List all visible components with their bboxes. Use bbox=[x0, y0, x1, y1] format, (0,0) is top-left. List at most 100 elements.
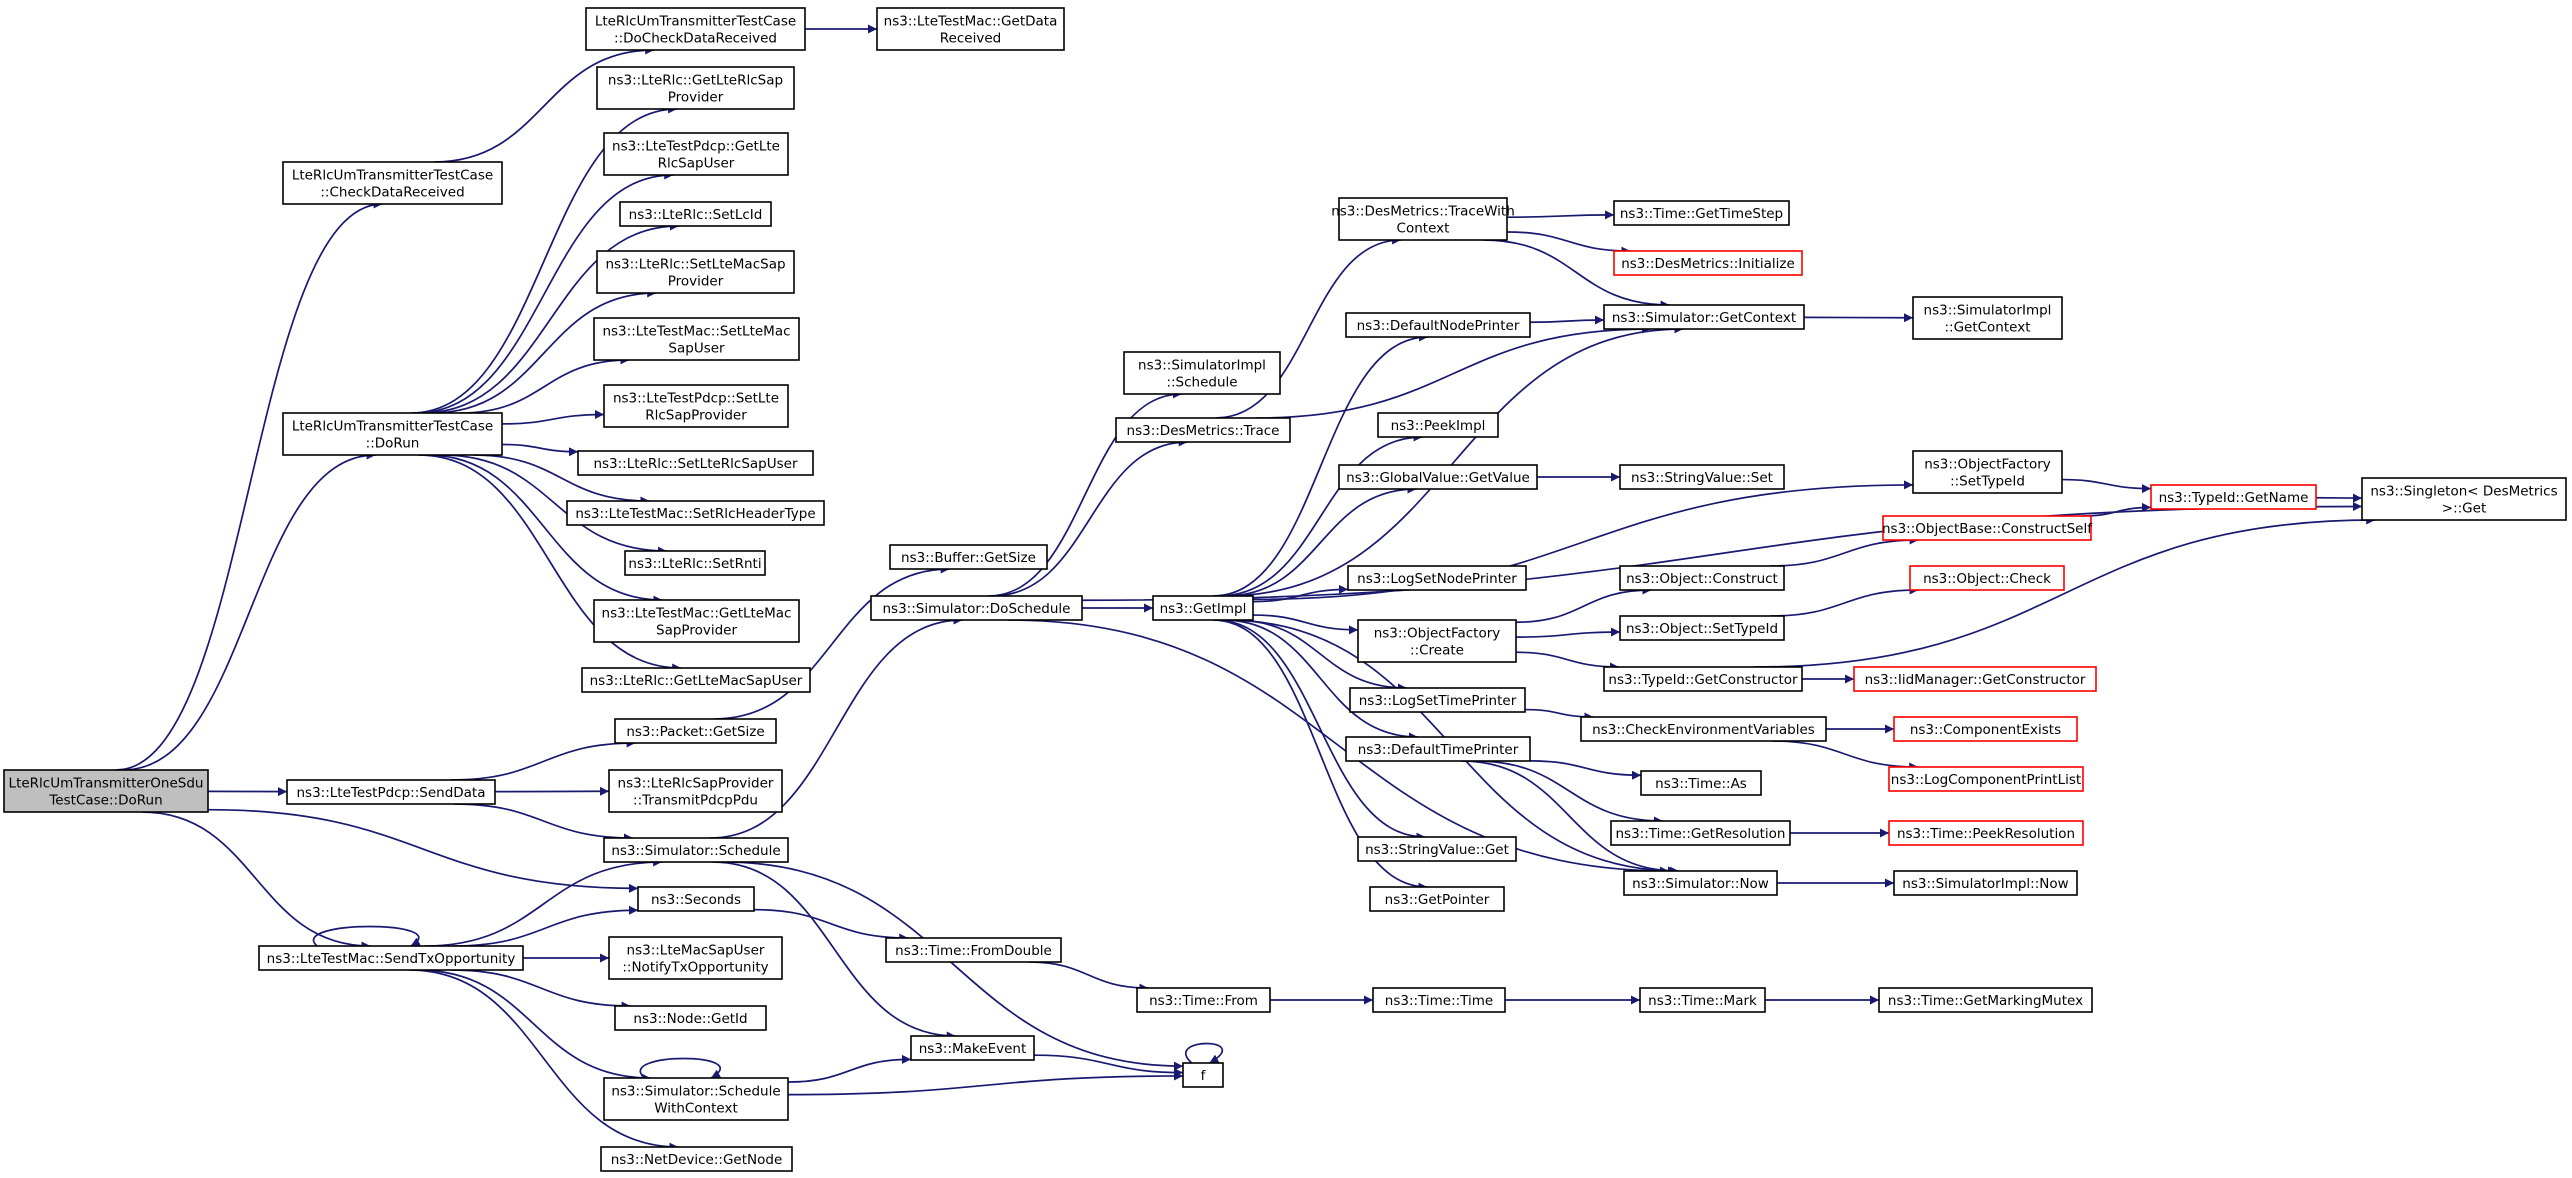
function-node-typeIdGetName[interactable]: ns3::TypeId::GetName bbox=[2150, 484, 2317, 510]
function-node-pktGetSize[interactable]: ns3::Packet::GetSize bbox=[614, 718, 777, 744]
function-node-bufGetSize[interactable]: ns3::Buffer::GetSize bbox=[889, 544, 1048, 570]
function-node-logSetNode[interactable]: ns3::LogSetNodePrinter bbox=[1347, 565, 1527, 591]
function-node-doRunTC[interactable]: LteRlcUmTransmitterTestCase::DoRun bbox=[282, 412, 503, 456]
call-edge-objConstruct-to-obConstructSelf bbox=[1770, 535, 1919, 567]
function-node-objFactCreate[interactable]: ns3::ObjectFactory::Create bbox=[1357, 619, 1517, 663]
function-node-timeFrom[interactable]: ns3::Time::From bbox=[1136, 987, 1271, 1013]
function-node-getMarkingMutex[interactable]: ns3::Time::GetMarkingMutex bbox=[1878, 987, 2093, 1013]
function-node-seconds[interactable]: ns3::Seconds bbox=[637, 886, 755, 912]
call-edge-typeIdGetCtor-to-singletonGet bbox=[1753, 515, 2376, 668]
function-node-defNodePrinter[interactable]: ns3::DefaultNodePrinter bbox=[1345, 312, 1531, 338]
call-edge-doSchedule-to-simNow bbox=[1008, 619, 1669, 876]
function-node-box bbox=[1115, 417, 1291, 443]
function-node-getRes[interactable]: ns3::Time::GetResolution bbox=[1610, 820, 1791, 846]
function-node-box bbox=[1123, 351, 1281, 395]
function-node-objConstruct[interactable]: ns3::Object::Construct bbox=[1619, 565, 1785, 591]
function-node-box bbox=[603, 384, 789, 428]
function-node-label: ns3::LteRlc::SetLteMacSap bbox=[605, 257, 785, 273]
function-node-transmitPdcp[interactable]: ns3::LteRlcSapProvider::TransmitPdcpPdu bbox=[608, 769, 783, 813]
function-node-checkData[interactable]: LteRlcUmTransmitterTestCase::CheckDataRe… bbox=[282, 161, 503, 205]
function-node-timeTime[interactable]: ns3::Time::Time bbox=[1372, 987, 1506, 1013]
function-node-makeEvent[interactable]: ns3::MakeEvent bbox=[910, 1035, 1035, 1061]
function-node-label: ::SetTypeId bbox=[1950, 474, 2025, 490]
function-node-box bbox=[1623, 870, 1778, 896]
function-node-svSet[interactable]: ns3::StringValue::Set bbox=[1619, 464, 1785, 490]
function-node-label: ns3::LteTestPdcp::SetLte bbox=[613, 391, 779, 407]
function-node-label: ns3::Simulator::Schedule bbox=[611, 1084, 780, 1100]
function-node-simSchedule[interactable]: ns3::Simulator::Schedule bbox=[603, 837, 789, 863]
call-edge-logSetTime-to-checkEnv bbox=[1524, 708, 1594, 722]
function-node-simImplSched[interactable]: ns3::SimulatorImpl::Schedule bbox=[1123, 351, 1281, 395]
function-node-compExists[interactable]: ns3::ComponentExists bbox=[1893, 716, 2078, 742]
function-node-timeMark[interactable]: ns3::Time::Mark bbox=[1639, 987, 1766, 1013]
function-node-f[interactable]: f bbox=[1182, 1062, 1224, 1088]
function-node-box bbox=[603, 132, 789, 176]
function-node-label: Provider bbox=[668, 274, 724, 290]
function-node-doSchedule[interactable]: ns3::Simulator::DoSchedule bbox=[870, 595, 1083, 621]
function-node-typeIdGetCtor[interactable]: ns3::TypeId::GetConstructor bbox=[1603, 666, 1803, 692]
function-node-simImplGetCtx[interactable]: ns3::SimulatorImpl::GetContext bbox=[1912, 296, 2063, 340]
call-edge-doRunTC-to-setRlcSapUser bbox=[501, 443, 579, 457]
function-node-objSetTypeId[interactable]: ns3::Object::SetTypeId bbox=[1619, 615, 1785, 641]
function-node-simNow[interactable]: ns3::Simulator::Now bbox=[1623, 870, 1778, 896]
function-node-label: ::Schedule bbox=[1166, 375, 1237, 391]
function-node-getNode[interactable]: ns3::NetDevice::GetNode bbox=[600, 1146, 793, 1172]
function-node-desInit[interactable]: ns3::DesMetrics::Initialize bbox=[1613, 250, 1803, 276]
function-node-setLcId[interactable]: ns3::LteRlc::SetLcId bbox=[619, 201, 772, 227]
function-node-desTrace[interactable]: ns3::DesMetrics::Trace bbox=[1115, 417, 1291, 443]
function-node-sendData[interactable]: ns3::LteTestPdcp::SendData bbox=[286, 779, 496, 805]
function-node-box bbox=[1357, 836, 1517, 862]
function-node-label: ns3::Packet::GetSize bbox=[626, 724, 764, 740]
function-node-iidGetCtor[interactable]: ns3::IidManager::GetConstructor bbox=[1853, 666, 2097, 692]
function-node-logSetTime[interactable]: ns3::LogSetTimePrinter bbox=[1349, 687, 1526, 713]
function-node-box bbox=[1345, 312, 1531, 338]
function-node-gvGetValue[interactable]: ns3::GlobalValue::GetValue bbox=[1338, 464, 1538, 490]
call-edge-traceWithCtx-to-getTimeStep bbox=[1506, 210, 1615, 220]
function-node-label: ::DoCheckDataReceived bbox=[614, 31, 777, 47]
function-node-obConstructSelf[interactable]: ns3::ObjectBase::ConstructSelf bbox=[1882, 515, 2093, 541]
function-node-svGet[interactable]: ns3::StringValue::Get bbox=[1357, 836, 1517, 862]
call-edge-getImpl-to-simGetContext bbox=[1223, 324, 1684, 597]
function-node-notifyTx[interactable]: ns3::LteMacSapUser::NotifyTxOpportunity bbox=[608, 936, 783, 980]
call-edge-defTimePrinter-to-simNow bbox=[1461, 760, 1677, 876]
function-node-getMacSapUser[interactable]: ns3::LteRlc::GetLteMacSapUser bbox=[581, 667, 811, 693]
function-node-sendTx[interactable]: ns3::LteTestMac::SendTxOpportunity bbox=[258, 945, 524, 971]
function-node-checkEnv[interactable]: ns3::CheckEnvironmentVariables bbox=[1580, 716, 1827, 742]
call-edge-root-to-sendTx bbox=[141, 811, 371, 951]
function-node-defTimePrinter[interactable]: ns3::DefaultTimePrinter bbox=[1345, 736, 1531, 762]
function-node-peekRes[interactable]: ns3::Time::PeekResolution bbox=[1888, 820, 2084, 846]
function-node-doCheck[interactable]: LteRlcUmTransmitterTestCase::DoCheckData… bbox=[585, 7, 806, 51]
function-node-fromDouble[interactable]: ns3::Time::FromDouble bbox=[885, 937, 1062, 963]
function-node-peekImpl[interactable]: ns3::PeekImpl bbox=[1377, 412, 1499, 438]
function-node-getTimeStep[interactable]: ns3::Time::GetTimeStep bbox=[1613, 200, 1790, 226]
function-node-simImplNow[interactable]: ns3::SimulatorImpl::Now bbox=[1893, 870, 2078, 896]
function-node-setRlcSapUser[interactable]: ns3::LteRlc::SetLteRlcSapUser bbox=[577, 450, 814, 476]
function-node-singletonGet[interactable]: ns3::Singleton< DesMetrics>::Get bbox=[2361, 477, 2567, 521]
function-node-logCompPrint[interactable]: ns3::LogComponentPrintList bbox=[1888, 766, 2084, 792]
function-node-getImpl[interactable]: ns3::GetImpl bbox=[1152, 595, 1254, 621]
function-node-timeAs[interactable]: ns3::Time::As bbox=[1640, 770, 1762, 796]
function-node-label: f bbox=[1201, 1068, 1207, 1084]
function-node-box bbox=[614, 718, 777, 744]
function-node-setHdr[interactable]: ns3::LteTestMac::SetRlcHeaderType bbox=[566, 500, 825, 526]
call-edge-schedCtx-to-schedCtx bbox=[639, 1057, 722, 1079]
function-node-getPointer[interactable]: ns3::GetPointer bbox=[1369, 886, 1505, 912]
function-node-simGetContext[interactable]: ns3::Simulator::GetContext bbox=[1603, 304, 1805, 330]
function-node-setRnti[interactable]: ns3::LteRlc::SetRnti bbox=[624, 550, 766, 576]
function-node-ofSetTypeId[interactable]: ns3::ObjectFactory::SetTypeId bbox=[1912, 450, 2063, 494]
function-node-nodeGetId[interactable]: ns3::Node::GetId bbox=[614, 1005, 767, 1031]
function-node-label: ns3::NetDevice::GetNode bbox=[611, 1152, 783, 1168]
function-node-label: ns3::LteRlc::SetLteRlcSapUser bbox=[593, 456, 798, 472]
function-node-objCheck[interactable]: ns3::Object::Check bbox=[1909, 565, 2065, 591]
function-node-label: ns3::LteRlc::SetLcId bbox=[629, 207, 763, 223]
